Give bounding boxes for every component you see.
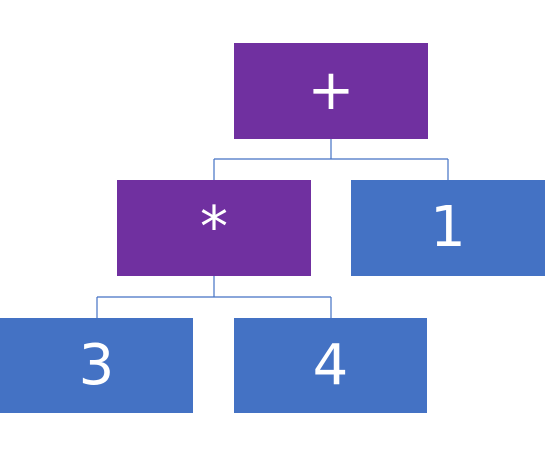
- node-plus-operator: +: [234, 43, 428, 139]
- node-one-label: 1: [430, 195, 466, 260]
- node-operand-four: 4: [234, 318, 427, 413]
- node-operand-three: 3: [0, 318, 193, 413]
- node-three-label: 3: [78, 332, 115, 398]
- node-multiply-operator: *: [117, 180, 311, 276]
- node-operand-one: 1: [351, 180, 545, 276]
- node-multiply-label: *: [200, 195, 228, 260]
- node-four-label: 4: [312, 332, 349, 398]
- node-plus-label: +: [307, 58, 355, 123]
